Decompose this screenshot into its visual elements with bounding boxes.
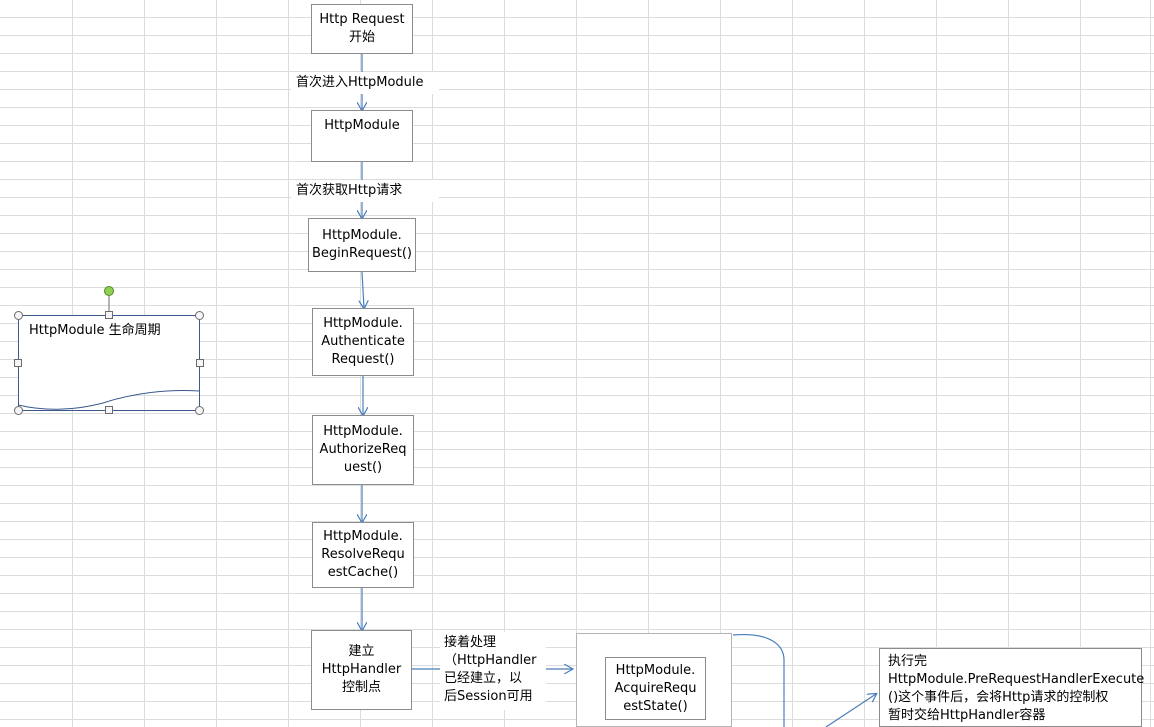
resize-handle-top-right[interactable] — [195, 311, 204, 320]
lifecycle-document-shape[interactable]: HttpModule 生命周期 — [18, 315, 200, 411]
start-node[interactable]: Http Request 开始 — [311, 4, 413, 54]
start-node-label: Http Request 开始 — [319, 12, 405, 45]
acquire-request-state-node[interactable]: HttpModule. AcquireRequ estState() — [605, 657, 706, 720]
resolve-request-cache-label: HttpModule. ResolveRequ estCache() — [321, 529, 405, 580]
authorize-request-label: HttpModule. AuthorizeReq uest() — [319, 424, 407, 475]
authenticate-request-node[interactable]: HttpModule. Authenticate Request() — [312, 308, 414, 376]
edge-label-then-process: 接着处理 （HttpHandler 已经建立，以 后Session可用 — [440, 632, 546, 710]
edge-label-first-get: 首次获取Http请求 — [291, 180, 439, 202]
module-node[interactable]: HttpModule — [311, 110, 413, 162]
create-httphandler-label: 建立 HttpHandler 控制点 — [321, 644, 402, 695]
resize-handle-bottom[interactable] — [105, 406, 113, 414]
lifecycle-document-title: HttpModule 生命周期 — [29, 323, 161, 338]
resize-handle-right[interactable] — [196, 359, 204, 367]
create-httphandler-node[interactable]: 建立 HttpHandler 控制点 — [311, 630, 412, 710]
resize-handle-bottom-right[interactable] — [195, 406, 204, 415]
acquire-request-state-label: HttpModule. AcquireRequ estState() — [614, 662, 697, 714]
after-execute-node[interactable]: 执行完 HttpModule.PreRequestHandlerExecute … — [879, 648, 1145, 727]
begin-request-label: HttpModule. BeginRequest() — [312, 228, 412, 261]
resize-handle-top[interactable] — [105, 311, 113, 319]
module-node-label: HttpModule — [324, 118, 400, 133]
edge-label-first-enter: 首次进入HttpModule — [291, 72, 439, 94]
authorize-request-node[interactable]: HttpModule. AuthorizeReq uest() — [312, 415, 414, 485]
after-execute-label: 执行完 HttpModule.PreRequestHandlerExecute … — [888, 654, 1145, 723]
resize-handle-left[interactable] — [14, 359, 22, 367]
authenticate-request-label: HttpModule. Authenticate Request() — [321, 316, 405, 367]
resolve-request-cache-node[interactable]: HttpModule. ResolveRequ estCache() — [312, 522, 414, 588]
rotate-handle[interactable] — [104, 286, 114, 296]
rotate-handle-stem — [108, 296, 110, 312]
resize-handle-top-left[interactable] — [14, 311, 23, 320]
begin-request-node[interactable]: HttpModule. BeginRequest() — [308, 218, 416, 272]
resize-handle-bottom-left[interactable] — [14, 406, 23, 415]
